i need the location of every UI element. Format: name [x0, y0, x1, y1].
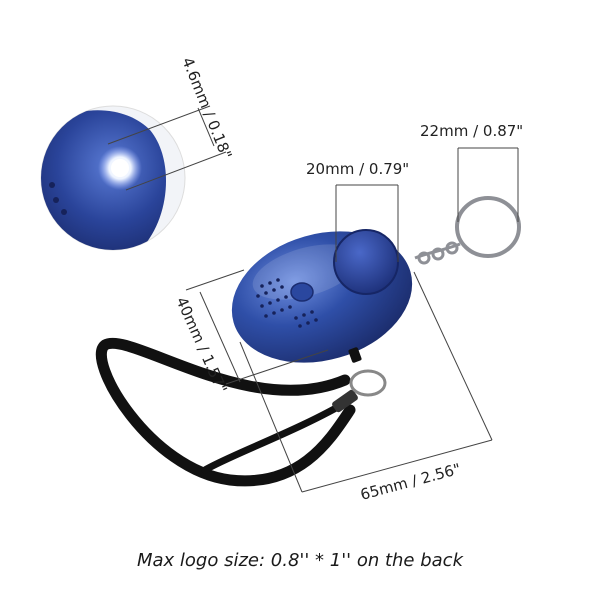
keyring-dimension-label: 22mm / 0.87": [420, 122, 523, 140]
led-dimension-lines: [107, 105, 227, 191]
button-dimension-label: 20mm / 0.79": [306, 160, 409, 178]
alarm-body: [231, 229, 413, 363]
keyring: [414, 196, 521, 265]
led-zoom-detail: [40, 105, 186, 251]
logo-size-caption: Max logo size: 0.8'' * 1'' on the back: [136, 550, 463, 571]
body-dimension-lines: [185, 147, 519, 493]
height-dimension-label: 40mm / 1.57": [172, 294, 230, 396]
alarm-button: [333, 229, 399, 295]
speaker-holes: [256, 278, 318, 328]
wrist-strap: [95, 337, 356, 487]
led-window-dimension-label: 4.6mm / 0.18": [178, 55, 235, 162]
strap-clip: [332, 369, 387, 413]
length-dimension-label: 65mm / 2.56": [358, 460, 462, 504]
